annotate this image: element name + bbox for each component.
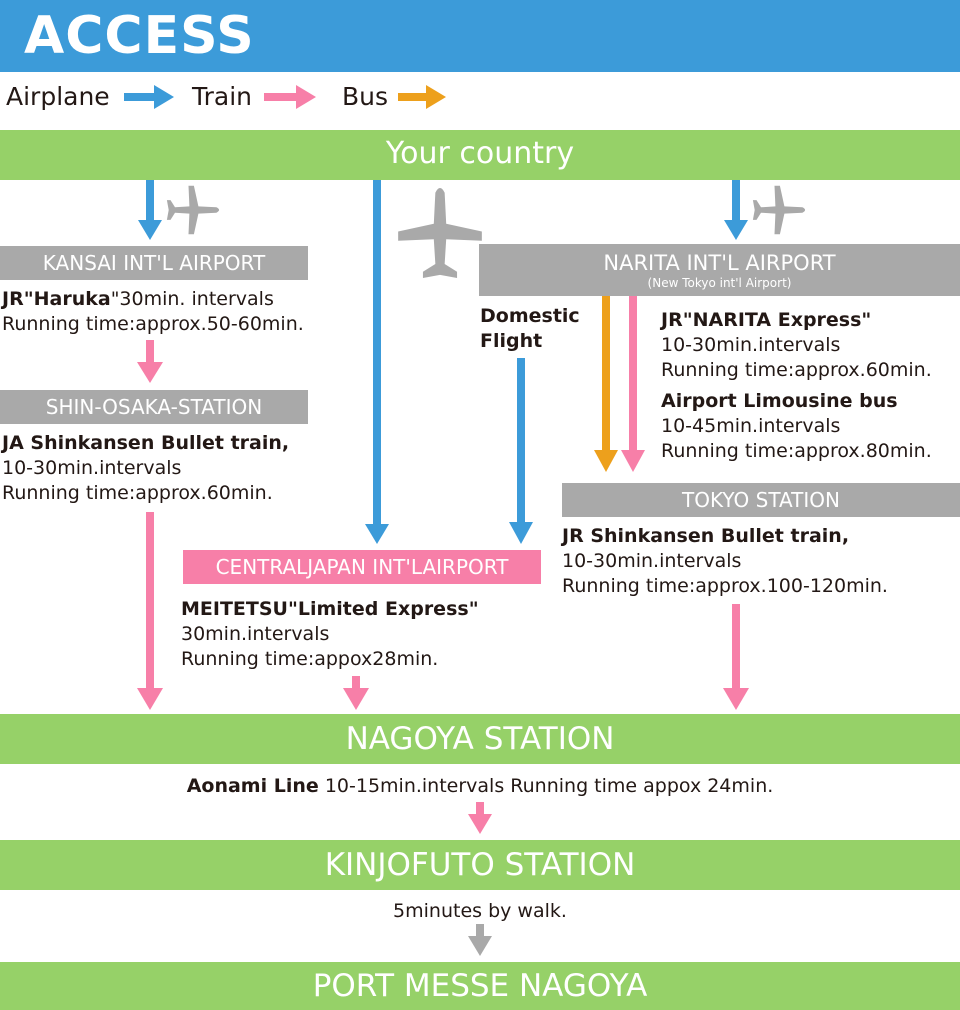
narita-airport-sublabel: (New Tokyo int'l Airport) <box>647 276 792 290</box>
narita-express-time: Running time:approx.60min. <box>661 359 932 381</box>
limousine-bus-name: Airport Limousine bus <box>661 390 898 412</box>
train-arrow-narita-express <box>621 296 645 472</box>
flight-arrow-central-japan <box>365 180 389 544</box>
tokyo-shinkansen-time: Running time:approx.100-120min. <box>562 575 888 597</box>
aonami-route-detail: 10-15min.intervals Running time appox 24… <box>318 775 774 797</box>
train-arrow-meitetsu <box>343 676 369 710</box>
header-banner <box>0 0 960 72</box>
your-country-label: Your country <box>385 136 575 171</box>
tokyo-station-box: TOKYO STATION <box>562 483 960 517</box>
limousine-bus-interval: 10-45min.intervals <box>661 415 841 437</box>
kansai-airport-box: KANSAI INT'L AIRPORT <box>0 246 308 280</box>
airplane-icon <box>166 185 220 235</box>
aonami-route-name: Aonami Line <box>186 775 319 797</box>
legend-airplane-arrow <box>124 85 174 109</box>
haruka-route-interval: "30min. intervals <box>110 288 274 310</box>
bus-arrow-limousine <box>594 296 618 472</box>
kinjofuto-station-label: KINJOFUTO STATION <box>324 847 636 883</box>
legend-airplane-label: Airplane <box>6 82 110 111</box>
nagoya-station-bar: NAGOYA STATION <box>0 714 960 764</box>
haruka-route-name: JR"Haruka <box>2 288 111 310</box>
domestic-flight-line2: Flight <box>480 330 543 352</box>
train-arrow-aonami <box>468 802 492 834</box>
your-country-bar: Your country <box>0 130 960 180</box>
legend-bus-label: Bus <box>342 82 389 111</box>
flight-arrow-narita <box>724 180 748 240</box>
narita-airport-box: NARITA INT'L AIRPORT (New Tokyo int'l Ai… <box>479 244 960 296</box>
domestic-flight-line1: Domestic <box>480 305 580 327</box>
legend-bus-arrow <box>398 85 446 109</box>
shin-osaka-station-label: SHIN-OSAKA-STATION <box>45 395 263 419</box>
kinjofuto-station-bar: KINJOFUTO STATION <box>0 840 960 890</box>
tokyo-station-label: TOKYO STATION <box>682 488 840 512</box>
osaka-shinkansen-time: Running time:approx.60min. <box>2 482 273 504</box>
walk-arrow <box>468 924 492 956</box>
walk-note: 5minutes by walk. <box>393 900 567 922</box>
central-japan-airport-label: CENTRALJAPAN INT'LAIRPORT <box>215 555 509 579</box>
domestic-flight-arrow <box>509 358 533 544</box>
meitetsu-route-interval: 30min.intervals <box>181 623 330 645</box>
haruka-route-time: Running time:approx.50-60min. <box>2 313 304 335</box>
tokyo-shinkansen-interval: 10-30min.intervals <box>562 550 742 572</box>
nagoya-station-label: NAGOYA STATION <box>345 721 615 757</box>
narita-airport-label: NARITA INT'L AIRPORT <box>603 251 836 275</box>
airplane-icon <box>398 188 482 278</box>
haruka-route-line: JR"Haruka"30min. intervals <box>2 287 274 312</box>
train-arrow-haruka <box>137 340 163 383</box>
osaka-shinkansen-interval: 10-30min.intervals <box>2 457 182 479</box>
port-messe-bar: PORT MESSE NAGOYA <box>0 962 960 1010</box>
meitetsu-route-name: MEITETSU"Limited Express" <box>181 598 479 620</box>
train-arrow-tokyo-shinkansen <box>723 604 749 710</box>
narita-express-name: JR"NARITA Express" <box>661 309 872 331</box>
aonami-route-line: Aonami Line 10-15min.intervals Running t… <box>0 774 960 799</box>
port-messe-label: PORT MESSE NAGOYA <box>312 968 648 1004</box>
central-japan-airport-box: CENTRALJAPAN INT'LAIRPORT <box>183 550 541 584</box>
kansai-airport-label: KANSAI INT'L AIRPORT <box>42 251 266 275</box>
airplane-icon <box>752 185 806 235</box>
shin-osaka-station-box: SHIN-OSAKA-STATION <box>0 390 308 424</box>
narita-express-interval: 10-30min.intervals <box>661 334 841 356</box>
legend-train-arrow <box>264 85 316 109</box>
meitetsu-route-time: Running time:appox28min. <box>181 648 439 670</box>
train-arrow-osaka-shinkansen <box>137 512 163 710</box>
limousine-bus-time: Running time:approx.80min. <box>661 440 932 462</box>
tokyo-shinkansen-name: JR Shinkansen Bullet train, <box>562 525 850 547</box>
page-title: ACCESS <box>24 6 255 66</box>
osaka-shinkansen-name: JA Shinkansen Bullet train, <box>2 432 290 454</box>
legend-train-label: Train <box>192 82 252 111</box>
flight-arrow-kansai <box>138 180 162 240</box>
